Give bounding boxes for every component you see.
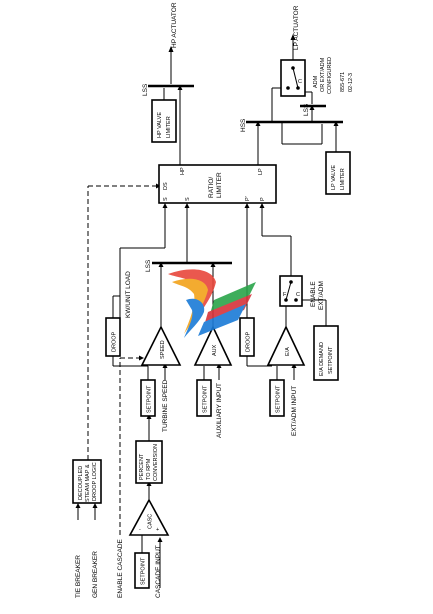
port-p2: P' [245,196,251,201]
adm-note-line2: OR EXT/ADM [320,57,326,92]
lp-valve-line1: LP VALVE [331,165,337,190]
tie-breaker-label: TIE BREAKER [75,555,82,598]
ratio-line2: LIMITER [216,172,223,198]
hss-label: HSS [240,118,247,132]
aux-setpoint-label: SETPOINT [203,385,209,413]
adm-select-switch [280,59,306,97]
ea-setpoint-label: SETPOINT [276,385,282,413]
lss-hp-label: LSS [142,83,149,96]
hp-valve-line1: HP VALVE [157,112,163,138]
percent-line1: PERCENT [139,453,145,480]
hp-valve-limiter-block [151,99,177,143]
lp-valve-limiter-block [325,151,351,195]
casc-plus: + [156,527,159,533]
aux-label: AUX [212,344,218,356]
cascade-setpoint-label: SETPOINT [141,557,147,585]
lp-actuator-label: LP ACTUATOR [293,5,300,50]
watermark-logo-icon [168,269,256,338]
port-ds: DS [163,182,169,190]
enable-label: ENABLE [310,281,317,307]
decoupled-line2: STEAM MAP & [85,464,91,502]
aux-pid-triangle [193,325,233,366]
casc-minus: - [139,527,141,533]
kw-unit-load-label: KW/UNIT LOAD [125,271,132,318]
ratio-line1: RATIO/ [208,177,215,198]
auxiliary-input-label: AUXILIARY INPUT [216,383,223,438]
percent-line3: CONVERSION [153,444,159,481]
port-s2: S [185,197,191,201]
hp-valve-line2: LIMITER [166,116,172,138]
decoupled-line3: DROOP LOGIC [92,462,98,501]
lss-lower-label: LSS [145,259,152,272]
casc-label: CASC [148,514,154,529]
turbine-speed-label: TURBINE SPEED [162,379,169,432]
percent-to-rpm-block [135,440,163,484]
hp-actuator-label: HP ACTUATOR [171,2,178,48]
speed-pid-triangle [140,325,182,366]
switch1-c: C [296,292,300,298]
decoupled-steam-map-block [72,459,102,504]
decoupled-line1: DECOUPLED [78,466,84,500]
port-s1: S [163,197,169,201]
figure-id-line2: 02-12-3 [348,73,354,92]
cascade-input-label: CASCADE INPUT [155,545,162,598]
ext-adm-label: EXT/ADM [318,281,325,310]
speed-droop-label: DROOP [112,332,118,353]
speed-setpoint-label: SETPOINT [147,385,153,413]
ea-demand-setpoint-box [313,325,339,381]
adm-note-line1: ADM [313,75,319,88]
port-lp: LP [258,168,264,175]
speed-label: SPEED [160,340,166,359]
switch2-c: C [298,79,302,85]
figure-id-line1: 855-671 [340,72,346,92]
ratio-limiter-block [158,164,277,204]
enable-cascade-label: ENABLE CASCADE [117,538,124,598]
port-hp: HP [180,167,186,175]
switch1-f: F [283,292,287,298]
ea-pid-triangle [266,325,306,366]
adm-note-line3: CONFIGURED [327,57,333,94]
lp-valve-line2: LIMITER [340,168,346,190]
gen-breaker-label: GEN BREAKER [92,551,99,598]
ea-demand-line1: E/A DEMAND [319,342,325,376]
lss-lp-label: LSS [303,103,310,116]
percent-line2: TO RPM [146,458,152,480]
ea-demand-line2: SETPOINT [328,346,334,374]
ea-label: E/A [285,347,291,356]
ea-droop-label: DROOP [246,332,252,353]
ext-adm-input-label: EXT/ADM INPUT [291,386,298,436]
cascade-pid-triangle [128,498,170,536]
port-p: P [260,197,266,201]
